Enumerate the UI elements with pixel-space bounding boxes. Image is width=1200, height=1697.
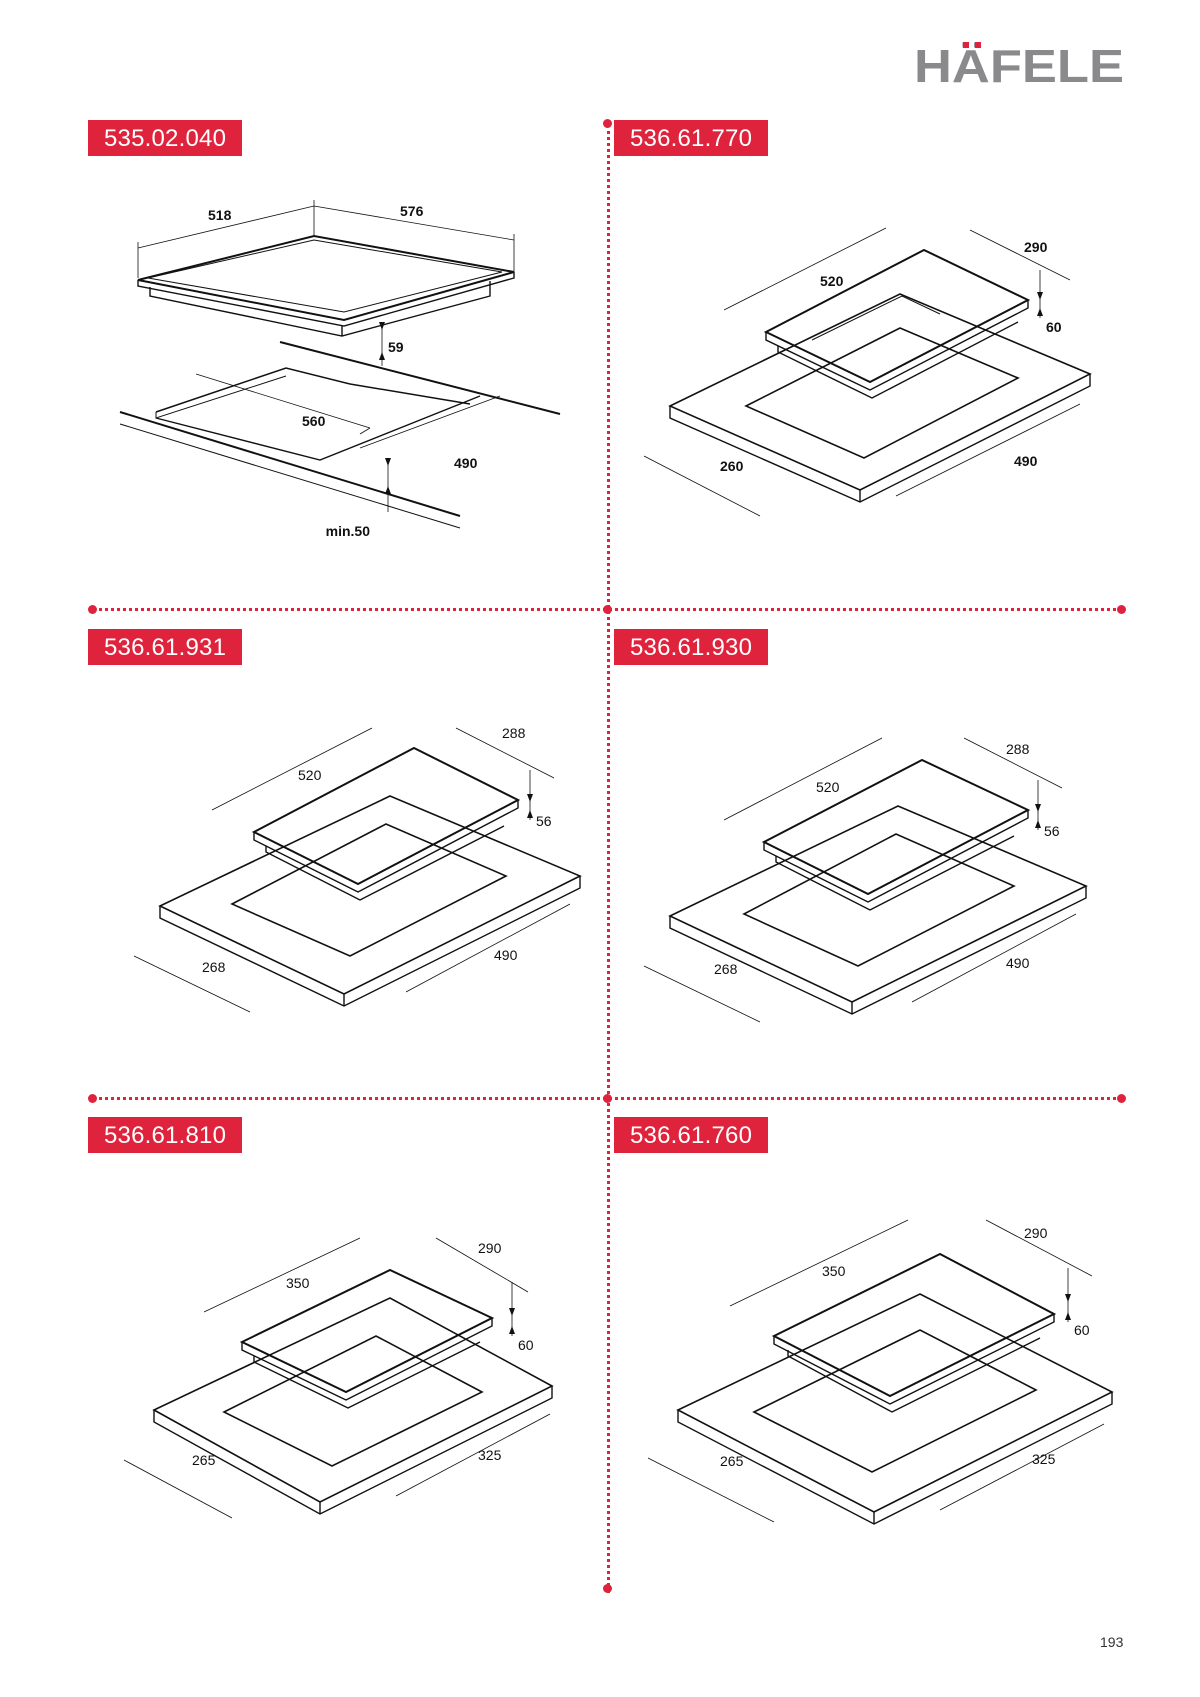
drawing-536-61-930: 520 288 56 268 490 xyxy=(640,730,1100,1030)
divider-dot xyxy=(603,1584,612,1593)
dim-label: 290 xyxy=(1024,239,1048,255)
dim-label: 576 xyxy=(400,203,424,219)
dim-label: 268 xyxy=(202,959,226,975)
dim-label: 490 xyxy=(1014,453,1038,469)
logo-wordmark: HÄFELE xyxy=(914,40,1124,90)
dim-label: 490 xyxy=(1006,955,1030,971)
dim-label: 520 xyxy=(816,779,840,795)
divider-dot xyxy=(603,605,612,614)
dim-label: 325 xyxy=(1032,1451,1056,1467)
product-code-label: 536.61.931 xyxy=(88,629,243,665)
dim-label: 268 xyxy=(714,961,738,977)
dim-label: 560 xyxy=(302,413,326,429)
product-code-label: 536.61.810 xyxy=(88,1117,243,1153)
divider-dot xyxy=(1117,1094,1126,1103)
dim-label: 518 xyxy=(208,207,232,223)
dim-label: 350 xyxy=(286,1275,310,1291)
dim-label: 325 xyxy=(478,1447,502,1463)
divider-dot xyxy=(88,1094,97,1103)
drawing-536-61-770: 520 290 60 260 490 xyxy=(640,220,1100,520)
dim-label: 59 xyxy=(388,339,404,355)
vertical-divider xyxy=(607,124,610,1593)
dim-label: 290 xyxy=(478,1240,502,1256)
dim-label: 56 xyxy=(536,813,552,829)
dim-label: 520 xyxy=(298,767,322,783)
drawing-536-61-760: 350 290 60 265 325 xyxy=(644,1210,1114,1530)
dim-label: 490 xyxy=(454,455,478,471)
divider-dot xyxy=(603,1094,612,1103)
dim-label: min.50 xyxy=(326,523,371,539)
dim-label: 265 xyxy=(720,1453,744,1469)
product-code-label: 535.02.040 xyxy=(88,120,243,156)
divider-dot xyxy=(1117,605,1126,614)
dim-label: 350 xyxy=(822,1263,846,1279)
dim-label: 260 xyxy=(720,458,744,474)
dim-label: 490 xyxy=(494,947,518,963)
dim-label: 288 xyxy=(502,725,526,741)
drawing-535-02-040: 518 576 59 560 490 min.50 xyxy=(119,190,580,550)
drawing-536-61-931: 520 288 56 268 490 xyxy=(130,716,590,1016)
hafele-logo: HÄFELE xyxy=(914,40,1126,92)
dim-label: 56 xyxy=(1044,823,1060,839)
divider-dot xyxy=(603,119,612,128)
drawing-536-61-810: 350 290 60 265 325 xyxy=(120,1226,560,1526)
dim-label: 60 xyxy=(1074,1322,1090,1338)
product-code-label: 536.61.770 xyxy=(614,120,769,156)
divider-dot xyxy=(88,605,97,614)
dim-label: 288 xyxy=(1006,741,1030,757)
dim-label: 290 xyxy=(1024,1225,1048,1241)
product-code-label: 536.61.760 xyxy=(614,1117,769,1153)
page-number: 193 xyxy=(1100,1634,1124,1650)
dim-label: 60 xyxy=(1046,319,1062,335)
product-code-label: 536.61.930 xyxy=(614,629,769,665)
dim-label: 60 xyxy=(518,1337,534,1353)
dim-label: 520 xyxy=(820,273,844,289)
dim-label: 265 xyxy=(192,1452,216,1468)
